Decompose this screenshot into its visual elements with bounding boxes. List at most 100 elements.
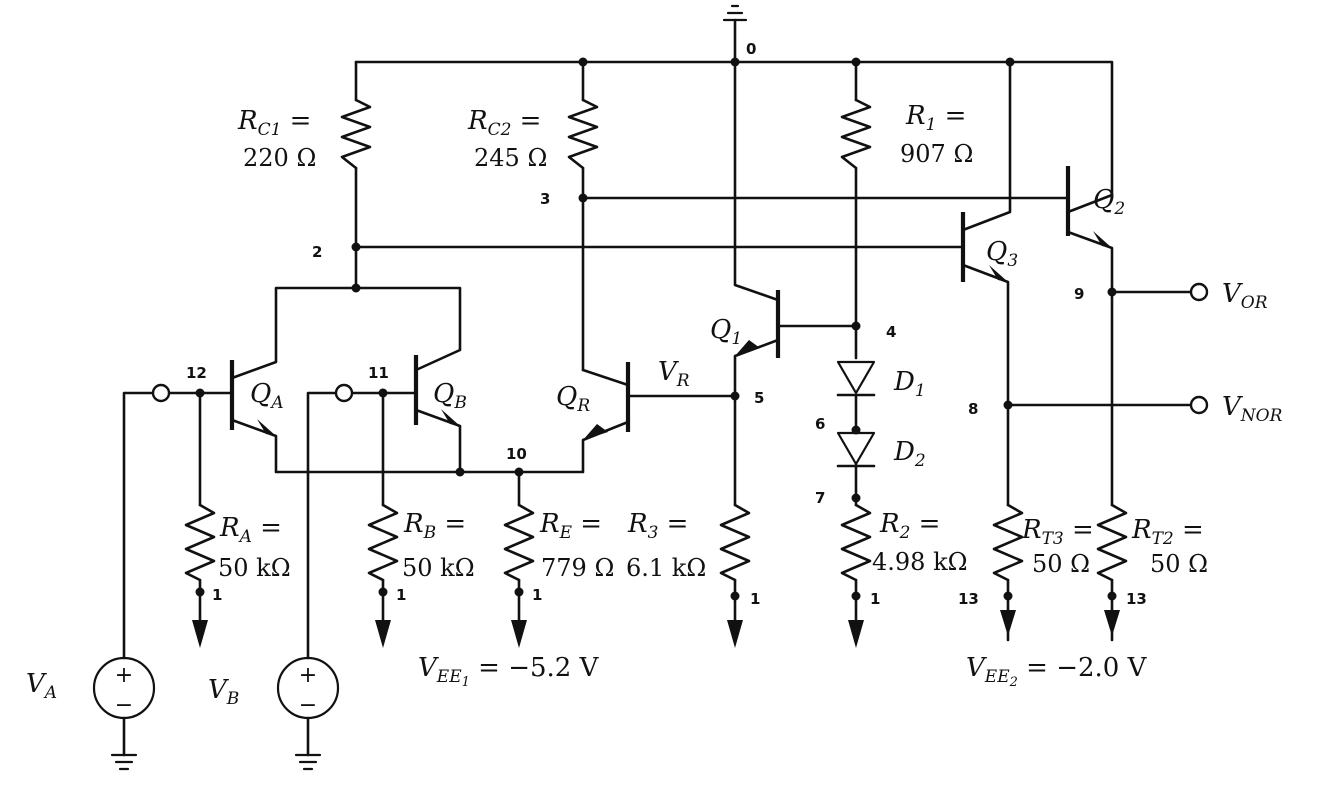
qa-label: QA bbox=[250, 379, 284, 413]
down-arrow-icon bbox=[848, 620, 864, 648]
plus-sign: + bbox=[115, 663, 133, 688]
minus-sign: − bbox=[299, 693, 317, 718]
resistor-re bbox=[503, 503, 535, 582]
open-terminal-icons bbox=[151, 282, 1209, 415]
ground-icon bbox=[294, 753, 322, 771]
node-label-4: 4 bbox=[886, 323, 896, 341]
q3-label: Q3 bbox=[986, 237, 1018, 271]
node-label-13: 13 bbox=[1126, 590, 1147, 608]
node-label-10: 10 bbox=[506, 445, 527, 463]
resistor-r3 bbox=[719, 503, 751, 582]
down-arrow-icon bbox=[1000, 610, 1016, 636]
q2-label: Q2 bbox=[1093, 185, 1125, 219]
transistor-qb bbox=[413, 355, 460, 426]
resistor-rb bbox=[367, 503, 399, 582]
down-arrow-icon bbox=[375, 620, 391, 648]
node-label-8: 8 bbox=[968, 400, 978, 418]
input-a-terminal bbox=[151, 383, 171, 403]
transistor-q1 bbox=[735, 290, 781, 358]
qr-label: QR bbox=[556, 382, 590, 416]
voltage-source-va: + − bbox=[92, 656, 156, 720]
node-label-6: 6 bbox=[815, 415, 825, 433]
resistor-zigzags bbox=[184, 98, 1128, 582]
resistor-r1 bbox=[840, 98, 872, 170]
qb-label: QB bbox=[433, 379, 467, 413]
ground-icons bbox=[110, 4, 748, 771]
node-label-3: 3 bbox=[540, 190, 550, 208]
plus-sign: + bbox=[299, 663, 317, 688]
input-b-terminal bbox=[334, 383, 354, 403]
rt3-label: RT3 = bbox=[1021, 515, 1094, 549]
ra-label: RA = bbox=[219, 513, 282, 547]
r2-label: R2 = bbox=[879, 509, 940, 543]
r3-value: 6.1 kΩ bbox=[626, 554, 706, 582]
re-label: RE = bbox=[539, 509, 602, 543]
rb-value: 50 kΩ bbox=[402, 554, 475, 582]
node-label-11: 11 bbox=[368, 364, 389, 382]
resistor-r2 bbox=[840, 503, 872, 582]
voltage-source-vb: + − bbox=[276, 656, 340, 720]
node-label-0: 0 bbox=[746, 40, 756, 58]
d1-label: D1 bbox=[893, 367, 926, 401]
down-arrow-icon bbox=[1104, 610, 1120, 636]
node-label-1: 1 bbox=[870, 590, 880, 608]
va-label: VA bbox=[26, 669, 57, 703]
resistor-rt3 bbox=[992, 503, 1024, 582]
transistor-q2 bbox=[1065, 166, 1112, 248]
component-labels: RC1 = 220 Ω RC2 = 245 Ω R1 = 907 Ω QA QB… bbox=[26, 101, 1283, 709]
vee1-label: VEE1 = −5.2 V bbox=[418, 653, 600, 690]
node-label-1: 1 bbox=[212, 586, 222, 604]
diode-d1 bbox=[836, 360, 876, 397]
r1-value: 907 Ω bbox=[900, 140, 973, 168]
vnor-label: VNOR bbox=[1222, 392, 1283, 426]
node-label-1: 1 bbox=[532, 586, 542, 604]
node-label-5: 5 bbox=[754, 389, 764, 407]
transistor-qa bbox=[229, 360, 276, 436]
rc1-label: RC1 = bbox=[237, 106, 311, 140]
transistor-qr bbox=[583, 362, 631, 440]
diode-d2 bbox=[836, 431, 876, 468]
node-label-12: 12 bbox=[186, 364, 207, 382]
rc2-value: 245 Ω bbox=[474, 144, 547, 172]
node-labels: 0 3 2 4 5 6 7 9 8 12 11 10 1 1 1 1 1 13 … bbox=[186, 40, 1147, 608]
vor-label: VOR bbox=[1222, 279, 1268, 313]
rc1-value: 220 Ω bbox=[243, 144, 316, 172]
down-arrow-icons bbox=[192, 610, 1120, 648]
r2-value: 4.98 kΩ bbox=[872, 548, 968, 576]
transistor-q3 bbox=[960, 212, 1008, 282]
resistor-rc2 bbox=[567, 98, 599, 170]
rt3-value: 50 Ω bbox=[1032, 550, 1090, 578]
node-label-2: 2 bbox=[312, 243, 322, 261]
ground-icon bbox=[722, 4, 748, 22]
re-value: 779 Ω bbox=[541, 554, 614, 582]
vr-label: VR bbox=[658, 357, 690, 391]
node-label-13: 13 bbox=[958, 590, 979, 608]
r3-label: R3 = bbox=[627, 509, 688, 543]
node-label-1: 1 bbox=[750, 590, 760, 608]
down-arrow-icon bbox=[511, 620, 527, 648]
vee2-label: VEE2 = −2.0 V bbox=[966, 653, 1148, 690]
down-arrow-icon bbox=[192, 620, 208, 648]
q1-label: Q1 bbox=[710, 315, 742, 349]
rb-label: RB = bbox=[403, 509, 466, 543]
junction-dots bbox=[195, 57, 1117, 601]
node-label-1: 1 bbox=[396, 586, 406, 604]
vor-terminal bbox=[1189, 282, 1209, 302]
ra-value: 50 kΩ bbox=[218, 554, 291, 582]
r1-label: R1 = bbox=[905, 101, 966, 135]
resistor-ra bbox=[184, 503, 216, 582]
d2-label: D2 bbox=[893, 437, 926, 471]
node-label-9: 9 bbox=[1074, 285, 1084, 303]
minus-sign: − bbox=[115, 693, 133, 718]
node-label-7: 7 bbox=[815, 489, 825, 507]
vb-label: VB bbox=[208, 675, 239, 709]
resistor-rt2 bbox=[1096, 503, 1128, 582]
rt2-label: RT2 = bbox=[1131, 515, 1204, 549]
down-arrow-icon bbox=[727, 620, 743, 648]
ground-icon bbox=[110, 753, 138, 771]
rt2-value: 50 Ω bbox=[1150, 550, 1208, 578]
resistor-rc1 bbox=[340, 98, 372, 170]
rc2-label: RC2 = bbox=[467, 106, 541, 140]
vnor-terminal bbox=[1189, 395, 1209, 415]
